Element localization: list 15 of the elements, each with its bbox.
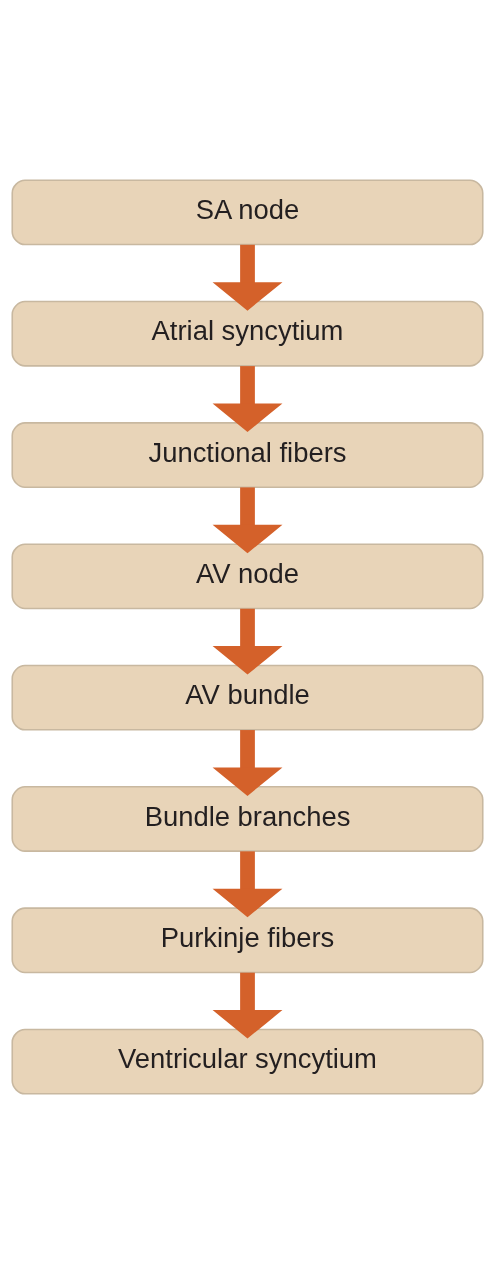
node-box: SA node bbox=[11, 178, 484, 245]
node-box: Ventricular syncytium bbox=[11, 1028, 484, 1095]
node-box: AV bundle bbox=[11, 664, 484, 731]
node-box: Junctional fibers bbox=[11, 421, 484, 488]
arrow bbox=[212, 972, 283, 1039]
arrow bbox=[212, 244, 283, 311]
arrow bbox=[212, 608, 283, 675]
node-box: AV node bbox=[11, 542, 484, 609]
node-box: Atrial syncytium bbox=[11, 300, 484, 367]
arrow bbox=[212, 850, 283, 917]
node-box: Bundle branches bbox=[11, 785, 484, 852]
arrow bbox=[212, 365, 283, 432]
arrow bbox=[212, 729, 283, 796]
arrow bbox=[212, 486, 283, 553]
node-box: Purkinje fibers bbox=[11, 906, 484, 973]
